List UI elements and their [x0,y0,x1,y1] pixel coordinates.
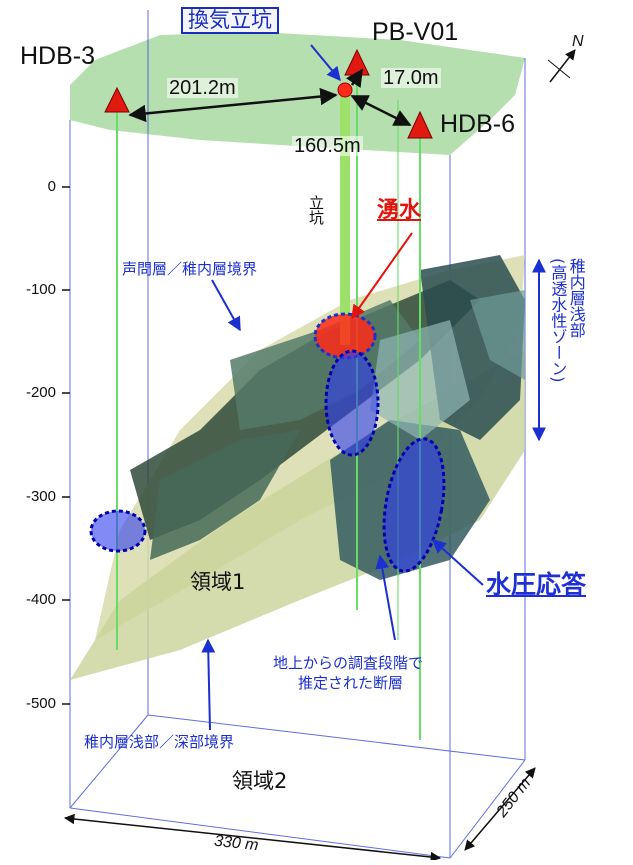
region-2-label: 領域2 [232,769,288,793]
shallow-zone-label: 稚内層浅部 (高透水性ゾーン) [548,258,586,383]
borehole-marker-hdb6 [407,110,433,139]
upper-boundary-label: 声問層／稚内層境界 [122,260,258,278]
fault-note-line1: 地上からの調査段階で [273,654,424,672]
fault-note-line2: 推定された断層 [298,674,404,692]
region-1-label: 領域1 [190,570,246,594]
distance-label-3: 160.5m [292,135,363,157]
borehole-marker-hdb3 [104,86,130,113]
shaft-label: 立坑 [307,195,325,225]
pressure-ellipse-1 [324,349,380,457]
pressure-ellipse-2 [382,437,446,573]
distance-label-1: 201.2m [167,77,238,99]
borehole-label-hdb6: HDB-6 [440,110,516,138]
borehole-label-pbv01: PB-V01 [372,18,459,46]
depth-tick-0: 0 [47,178,56,195]
water-pressure-label: 水圧応答 [486,570,587,599]
borehole-label-hdb3: HDB-3 [20,42,96,70]
north-label: N [572,33,584,50]
depth-tick-400: -400 [25,591,56,608]
depth-tick-100: -100 [25,281,56,298]
pressure-ellipse-3 [89,509,147,553]
depth-tick-500: -500 [25,695,56,712]
spring-water-label: 湧水 [377,198,422,223]
distance-label-2: 17.0m [381,67,441,89]
shaft-column [340,95,350,345]
ventilation-shaft-title: 換気立坑 [181,7,279,34]
depth-tick-200: -200 [25,384,56,401]
shaft-top-marker [337,82,353,98]
depth-tick-300: -300 [25,488,56,505]
spring-water-ellipse [313,312,377,360]
lower-boundary-label: 稚内層浅部／深部境界 [84,733,235,751]
